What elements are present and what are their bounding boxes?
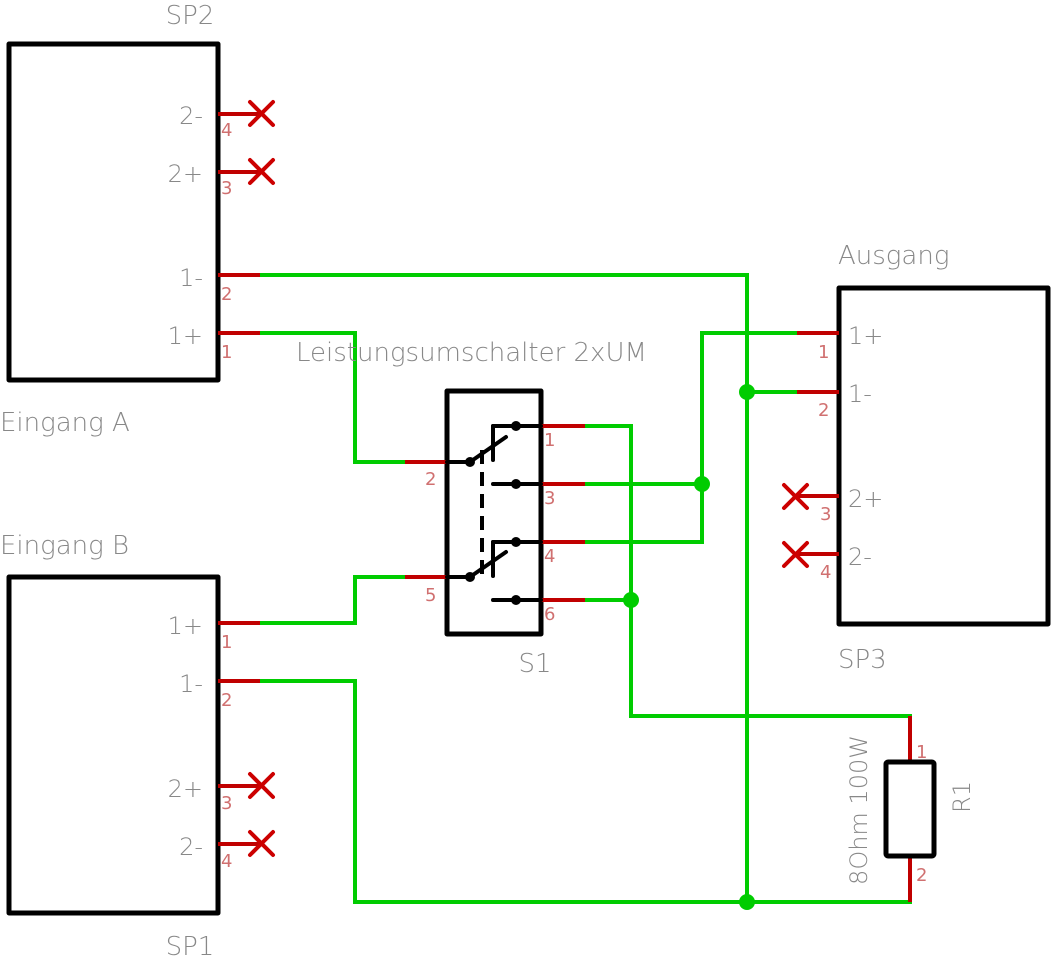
sp2-pin3-number: 3 — [221, 178, 232, 199]
sp2-pin3-label: 2+ — [168, 160, 203, 188]
sp2-pin4-number: 4 — [221, 120, 232, 141]
sp1-pin2-label: 1- — [179, 670, 203, 698]
sp1-name-label: SP1 — [166, 932, 215, 960]
component-sp1[interactable]: Eingang B 1+ 1 1- 2 2+ 3 2- 4 SP1 — [0, 531, 275, 960]
sp3-pin1-number: 1 — [818, 342, 829, 363]
sp2-name-label: SP2 — [166, 1, 215, 31]
sp2-pin2-number: 2 — [221, 284, 232, 305]
wire-sp1-pos-to-s1-pin5[interactable] — [258, 575, 407, 625]
wire-sp2-pos-to-s1-pin2[interactable] — [258, 331, 407, 464]
sp1-value-label: Eingang B — [0, 531, 129, 561]
sp3-name-label: SP3 — [838, 645, 887, 675]
no-connect-icon — [248, 830, 275, 857]
s1-pin2-number: 2 — [425, 469, 436, 490]
s1-value-label: Leistungsumschalter 2xUM — [296, 338, 647, 368]
sp3-pin4-number: 4 — [820, 562, 831, 583]
sp3-pin4-label: 2- — [848, 543, 872, 571]
sp3-pin1-label: 1+ — [848, 322, 883, 350]
r1-value-label: 8Ohm 100W — [845, 735, 873, 885]
sp3-value-label: Ausgang — [838, 241, 949, 271]
sp1-pin1-label: 1+ — [168, 612, 203, 640]
wire-sp2-neg-to-ground-bus[interactable] — [258, 273, 749, 904]
no-connect-icon — [248, 158, 275, 185]
sp1-pin1-number: 1 — [221, 632, 232, 653]
s1-pin3-number: 3 — [544, 488, 555, 509]
no-connect-icon — [248, 100, 275, 127]
wire-s1-pin1-to-r1[interactable] — [583, 424, 912, 718]
sp3-body[interactable] — [836, 285, 1051, 627]
junction-dot — [739, 894, 755, 910]
sp1-pin4-number: 4 — [221, 851, 232, 872]
junction-dot — [694, 476, 710, 492]
sp1-pin2-number: 2 — [221, 690, 232, 711]
switch-contact-lower-icon — [445, 537, 543, 605]
s1-pin5-number: 5 — [425, 585, 436, 606]
s1-pin6-number: 6 — [544, 604, 555, 625]
r1-body[interactable] — [883, 759, 937, 859]
sp1-pin3-number: 3 — [221, 793, 232, 814]
component-s1[interactable]: Leistungsumschalter 2xUM 2 5 1 3 4 6 — [296, 338, 647, 679]
junction-dot — [623, 592, 639, 608]
r1-name-label: R1 — [948, 781, 976, 813]
no-connect-icon — [782, 483, 809, 510]
sp2-value-label: Eingang A — [0, 408, 130, 438]
sp3-pin2-number: 2 — [818, 400, 829, 421]
component-r1[interactable]: 1 2 R1 8Ohm 100W — [845, 716, 976, 902]
junctions — [623, 384, 755, 910]
sp1-pin3-label: 2+ — [168, 775, 203, 803]
s1-name-label: S1 — [518, 649, 551, 679]
no-connect-icon — [782, 541, 809, 568]
junction-dot — [739, 384, 755, 400]
component-sp3[interactable]: Ausgang 1+ 1 1- 2 2+ 3 2- 4 SP3 — [782, 241, 1051, 675]
no-connect-icon — [248, 772, 275, 799]
sp1-pin4-label: 2- — [179, 833, 203, 861]
switch-contact-upper-icon — [445, 421, 543, 489]
sp3-pin3-label: 2+ — [848, 485, 883, 513]
r1-pin2-number: 2 — [916, 865, 927, 886]
wire-s1-pin4-to-sp3-pos[interactable] — [583, 331, 799, 544]
component-sp2[interactable]: SP2 2- 4 2+ 3 1- 2 1+ 1 Eingang A — [0, 1, 275, 438]
sp1-body[interactable] — [6, 574, 221, 916]
s1-pin1-number: 1 — [544, 430, 555, 451]
s1-pin4-number: 4 — [544, 546, 555, 567]
sp2-pin1-label: 1+ — [168, 322, 203, 350]
wires — [258, 273, 912, 904]
sp2-pin4-label: 2- — [179, 102, 203, 130]
sp3-pin2-label: 1- — [848, 380, 872, 408]
sp2-pin2-label: 1- — [179, 264, 203, 292]
sp3-pin3-number: 3 — [820, 504, 831, 525]
wire-sp1-neg-to-bottom-rail[interactable] — [258, 679, 912, 904]
r1-pin1-number: 1 — [916, 742, 927, 763]
sp2-pin1-number: 1 — [221, 342, 232, 363]
sp2-body[interactable] — [6, 41, 221, 383]
